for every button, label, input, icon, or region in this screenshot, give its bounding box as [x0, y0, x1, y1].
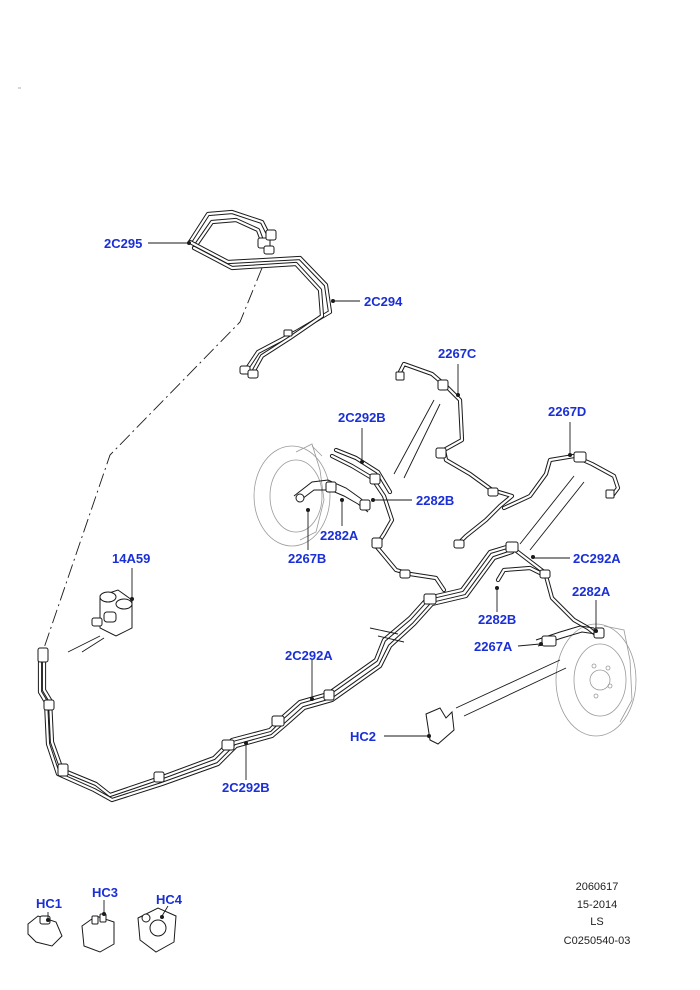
pipe-union-fittings: [239, 229, 293, 379]
pipe-clips: [37, 541, 519, 783]
callout-2267B: 2267B: [288, 551, 326, 566]
callout-HC2: HC2: [350, 729, 376, 744]
pipe-2267D: [501, 451, 621, 551]
callout-2267A: 2267A: [474, 639, 513, 654]
callout-2C292A-right: 2C292A: [573, 551, 621, 566]
rear-brake-right: [455, 565, 637, 737]
callout-14A59: 14A59: [112, 551, 150, 566]
callout-2C292B-top: 2C292B: [338, 410, 386, 425]
break-marks: [369, 627, 405, 643]
reference-number: 2060617: [576, 881, 619, 893]
callout-2267D: 2267D: [548, 404, 586, 419]
distribution-block-14A59: [67, 589, 133, 653]
callout-2282A-right: 2282A: [572, 584, 611, 599]
pipe-2C292-main: [37, 541, 547, 803]
callout-2C292B-bottom: 2C292B: [222, 780, 270, 795]
legend-HC1: HC1: [36, 896, 62, 911]
clip-HC3: [81, 913, 115, 953]
pipe-2C295: [187, 209, 333, 377]
pipe-assembly-2C295-2C294: [187, 209, 333, 379]
legend-HC3: HC3: [92, 885, 118, 900]
callout-2C294: 2C294: [364, 294, 403, 309]
brake-disc-right: [555, 623, 637, 737]
callout-2C292A-mid: 2C292A: [285, 648, 333, 663]
callout-2282A-top: 2282A: [320, 528, 359, 543]
brake-disc-left: [253, 443, 331, 547]
rear-brake-left: [253, 399, 447, 593]
clip-HC2: [425, 707, 455, 745]
clip-HC1: [27, 915, 63, 947]
reference-date: 15-2014: [577, 899, 617, 911]
pipe-2267C: [395, 361, 515, 549]
clip-HC4: [137, 907, 177, 953]
reference-code: LS: [590, 916, 603, 928]
callout-2C295: 2C295: [104, 236, 142, 251]
callout-labels: 2C295 2C294 2267C 2C292B 2267D 2282B 228…: [36, 236, 621, 911]
callout-2282B-right: 2282B: [478, 612, 516, 627]
callout-2267C: 2267C: [438, 346, 477, 361]
reference-line-left: [43, 267, 263, 649]
callout-2282B-top: 2282B: [416, 493, 454, 508]
callout-leaders: [46, 241, 598, 922]
legend-HC4: HC4: [156, 892, 183, 907]
reference-info: 2060617 15-2014 LS C0250540-03: [564, 881, 631, 947]
reference-drawing-id: C0250540-03: [564, 935, 631, 947]
